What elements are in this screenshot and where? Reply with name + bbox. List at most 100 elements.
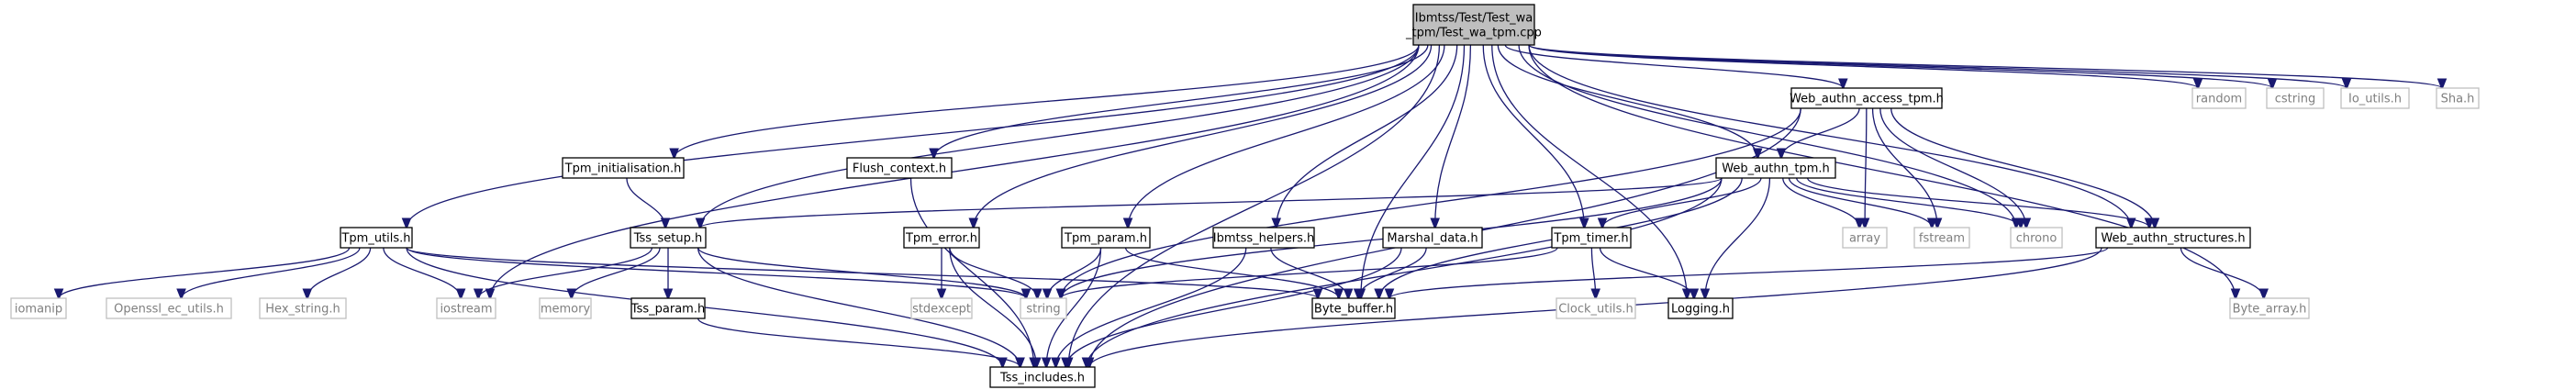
node-tpm-utils-h[interactable]: Tpm_utils.h (340, 227, 413, 249)
node-stdexcept: stdexcept (910, 297, 973, 319)
node-label: stdexcept (912, 303, 971, 317)
edge-root-to-random (1528, 44, 2198, 88)
edge-wa-access-to-fstream (1871, 107, 1938, 228)
edge-root-to-flush (934, 44, 1429, 158)
edges-layer (59, 44, 2442, 367)
node-label: Tpm_error.h (905, 232, 977, 246)
edge-root-to-tpm-param (1128, 44, 1445, 228)
node-label: Web_authn_access_tpm.h (1790, 93, 1944, 106)
node-box (259, 297, 347, 319)
edge-root-to-io-utils (1528, 44, 2347, 88)
node-tpm-timer-h[interactable]: Tpm_timer.h (1551, 227, 1632, 249)
edge-root-to-iostream (490, 44, 1420, 298)
edge-root-to-sha (1528, 44, 2442, 88)
edge-tpm-param-to-string (1047, 247, 1102, 298)
node-logging-h[interactable]: Logging.h (1667, 297, 1734, 319)
node-label: Logging.h (1671, 303, 1730, 317)
edge-wa-access-to-array (1865, 107, 1867, 228)
edge-wa-tpm-to-tss-setup (700, 177, 1723, 228)
node-iostream: iostream (436, 297, 496, 319)
node-box (2229, 297, 2310, 319)
edge-tss-param-to-tss-includes (697, 318, 1020, 367)
node-box (1311, 297, 1396, 319)
node-tss-param-h[interactable]: Tss_param.h (630, 297, 706, 319)
node-box (1020, 297, 1067, 319)
edge-root-to-marshal (1435, 44, 1472, 228)
node-tpm-error-h[interactable]: Tpm_error.h (903, 227, 980, 249)
edge-root-to-tpm-error (974, 44, 1433, 228)
node-sha-h: Sha.h (2436, 87, 2480, 109)
node-label: _tpm/Test_wa_tpm.cpp (1405, 27, 1542, 40)
edge-ibmtss-helpers-to-tss-includes (1055, 247, 1247, 367)
node-string: string (1020, 297, 1067, 319)
node-byte-buffer-h[interactable]: Byte_buffer.h (1311, 297, 1396, 319)
node-web-authn-structures-h[interactable]: Web_authn_structures.h (2095, 227, 2251, 249)
edge-marshal-to-byte-buffer (1358, 247, 1427, 298)
edge-tss-setup-to-tss-includes (697, 247, 1020, 367)
node-label: iomanip (15, 303, 62, 317)
node-box (340, 227, 413, 249)
edge-tpm-timer-to-clock-utils (1591, 247, 1595, 298)
node-label: Hex_string.h (265, 303, 340, 317)
node-clock-utils-h: Clock_utils.h (1556, 297, 1636, 319)
node-tpm-initialisation-h[interactable]: Tpm_initialisation.h (562, 157, 685, 179)
edge-tpm-utils-to-iomanip (59, 247, 351, 298)
node-random: random (2191, 87, 2247, 109)
edge-wa-access-to-string (1061, 107, 1801, 298)
node-box (1212, 227, 1315, 249)
node-label: chrono (2016, 232, 2057, 246)
nodes-layer: Ibmtss/Test/Test_wa_tpm/Test_wa_tpm.cppT… (10, 4, 2480, 388)
node-chrono: chrono (2010, 227, 2063, 249)
node-flush-context-h[interactable]: Flush_context.h (846, 157, 953, 179)
edge-wa-tpm-to-tss-includes (1087, 177, 1723, 367)
edge-wa-access-to-wa-tpm (1781, 107, 1860, 158)
node-marshal-data-h[interactable]: Marshal_data.h (1382, 227, 1483, 249)
node-tss-setup-h[interactable]: Tss_setup.h (630, 227, 707, 249)
edge-tpm-param-to-tss-includes (1046, 247, 1102, 367)
node-box (903, 227, 980, 249)
edge-root-to-tpm-utils (407, 44, 1420, 228)
node-box (10, 297, 67, 319)
node-web-authn-tpm-h[interactable]: Web_authn_tpm.h (1715, 157, 1836, 179)
node-memory: memory (539, 297, 592, 319)
edge-root-to-tss-setup (700, 44, 1420, 228)
edge-root-to-tss-includes (1068, 44, 1441, 367)
node-ibmtss-test-test-wa-tpm-test-wa-tpm-cpp[interactable]: Ibmtss/Test/Test_wa_tpm/Test_wa_tpm.cpp (1405, 4, 1542, 46)
node-label: Tpm_param.h (1064, 232, 1147, 246)
node-box (436, 297, 496, 319)
edge-wa-access-to-wa-struct (1890, 107, 2155, 228)
node-label: Marshal_data.h (1387, 232, 1478, 246)
edge-tss-setup-to-memory (572, 247, 661, 298)
edge-root-to-cstring (1528, 44, 2272, 88)
edge-root-to-logging (1491, 44, 1687, 298)
edge-wa-access-to-chrono (1879, 107, 2026, 228)
node-label: Flush_context.h (853, 162, 946, 176)
edge-root-to-tpm-timer (1482, 44, 1584, 228)
node-label: Byte_array.h (2233, 303, 2307, 317)
node-array: array (1842, 227, 1888, 249)
node-label: Io_utils.h (2348, 93, 2402, 106)
node-cstring: cstring (2266, 87, 2325, 109)
node-tpm-param-h[interactable]: Tpm_param.h (1061, 227, 1151, 249)
node-label: iostream (440, 303, 492, 317)
node-label: fstream (1919, 232, 1965, 246)
edge-root-to-byte-buffer (1361, 44, 1466, 298)
node-ibmtss-helpers-h[interactable]: Ibmtss_helpers.h (1212, 227, 1315, 249)
node-label: Ibmtss/Test/Test_wa (1415, 12, 1533, 26)
node-box (2266, 87, 2325, 109)
node-label: string (1026, 303, 1060, 317)
node-box (846, 157, 953, 179)
node-box (1715, 157, 1836, 179)
node-fstream: fstream (1913, 227, 1970, 249)
node-tss-includes-h[interactable]: Tss_includes.h (989, 366, 1096, 388)
node-label: Tss_param.h (630, 303, 705, 317)
node-label: Sha.h (2441, 93, 2475, 106)
node-box (1061, 227, 1151, 249)
node-label: Tss_setup.h (633, 232, 703, 246)
node-box (630, 297, 706, 319)
node-web-authn-access-tpm-h[interactable]: Web_authn_access_tpm.h (1790, 87, 1944, 109)
node-box (2095, 227, 2251, 249)
edge-wa-struct-to-byte-array (2180, 247, 2263, 298)
node-box (989, 366, 1096, 388)
edge-flush-to-tss-includes (909, 177, 1033, 367)
